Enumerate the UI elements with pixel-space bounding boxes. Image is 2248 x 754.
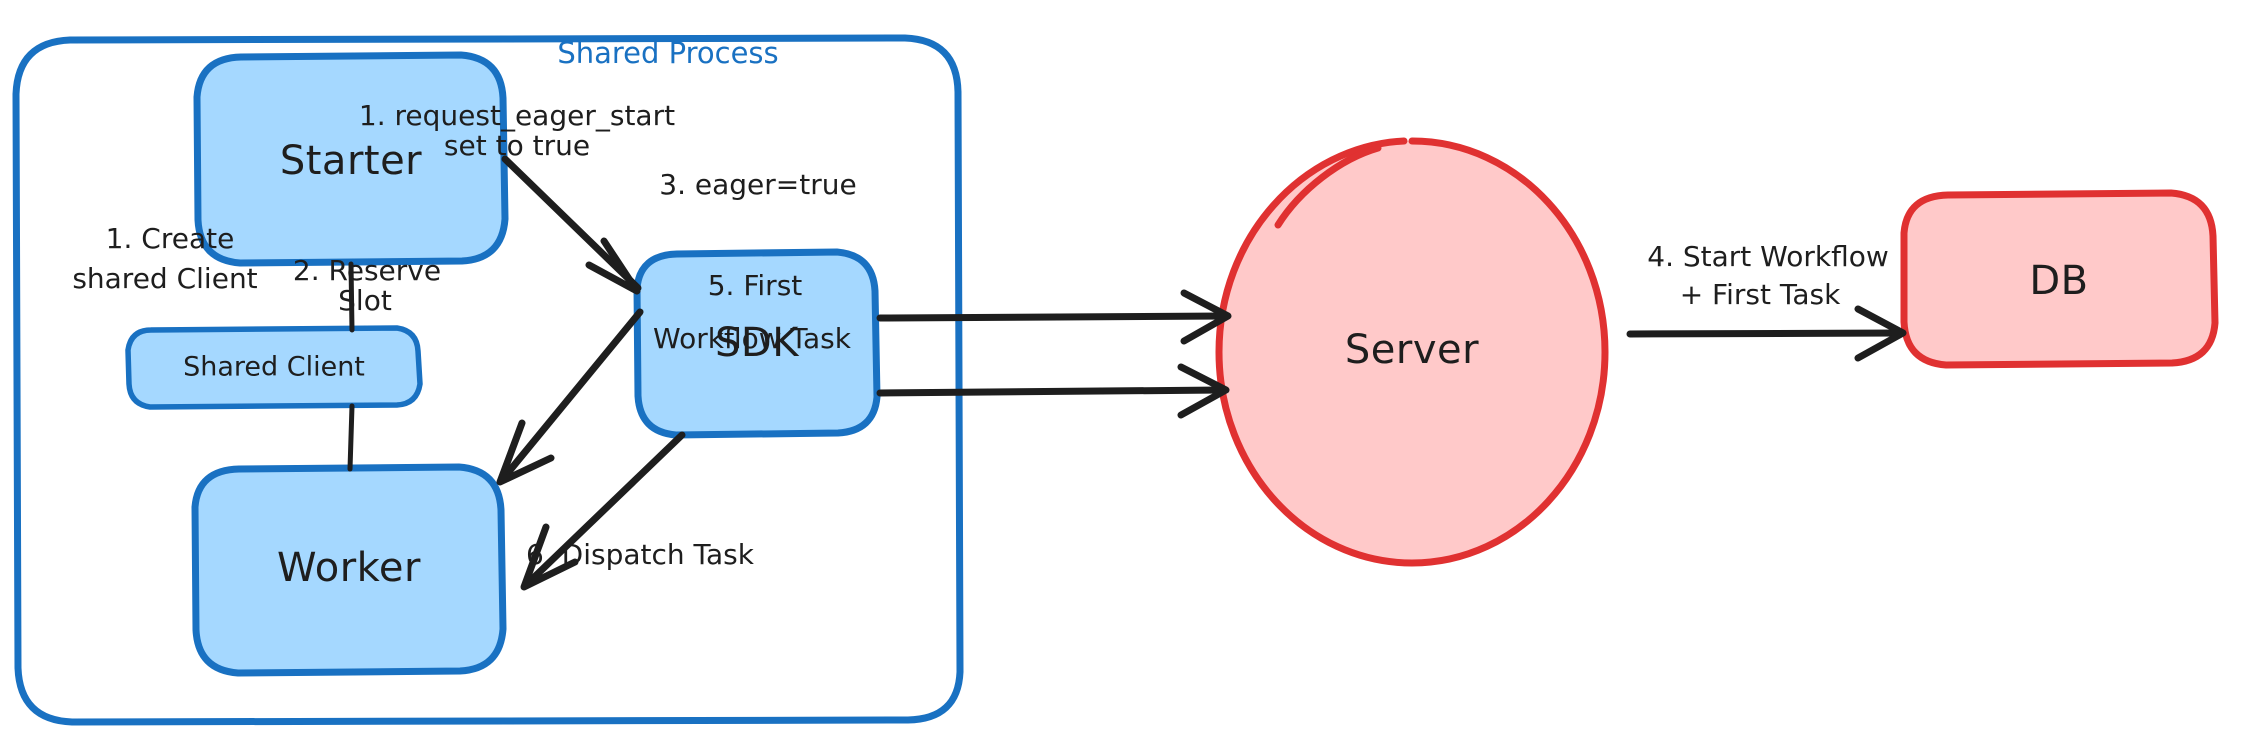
edge-request-eager-start[interactable]: 1. request_eager_start set to true <box>359 99 675 295</box>
node-shared-client-label: Shared Client <box>183 352 365 383</box>
edge-create-shared-client-label-line1: 1. Create <box>106 222 235 255</box>
edge-first-workflow-task-label-line2: Workflow Task <box>653 322 852 355</box>
edge-first-workflow-task-arrowhead <box>1177 363 1230 419</box>
edge-dispatch-task-line <box>522 431 686 589</box>
edge-start-workflow-first-task-label-line1: 4. Start Workflow <box>1647 240 1889 273</box>
node-sdk[interactable]: SDK <box>633 248 881 439</box>
node-worker-border <box>191 463 507 677</box>
node-sdk-fill <box>638 253 876 434</box>
edge-first-workflow-task-label-line1: 5. First <box>708 269 803 302</box>
edge-first-workflow-task-line <box>876 386 1226 397</box>
node-starter[interactable]: Starter <box>193 51 509 267</box>
node-db-border <box>1900 189 2219 369</box>
node-shared-client-fill <box>129 329 419 406</box>
edge-reserve-slot-label-line1: 2. Reserve <box>293 254 441 287</box>
edge-reserve-slot-arrowhead <box>496 419 555 486</box>
edge-create-shared-client[interactable]: 1. Create shared Client <box>72 222 355 472</box>
node-sdk-border <box>633 248 881 439</box>
node-starter-fill <box>198 56 504 262</box>
node-server-fill <box>1219 141 1605 563</box>
node-server-sketch-overshoot <box>1274 144 1382 229</box>
node-worker-label: Worker <box>277 545 421 591</box>
node-db-fill <box>1905 194 2214 364</box>
edge-first-workflow-task[interactable]: 5. First Workflow Task <box>653 269 1230 419</box>
edge-start-workflow-first-task-label-line2: + First Task <box>1680 278 1841 311</box>
node-sdk-label: SDK <box>715 320 800 366</box>
node-worker[interactable]: Worker <box>191 463 507 677</box>
group-shared-process-label: Shared Process <box>557 36 778 70</box>
edge-reserve-slot[interactable]: 2. Reserve Slot <box>293 254 644 486</box>
node-db[interactable]: DB <box>1900 189 2219 369</box>
edge-eager-true-line <box>876 312 1229 322</box>
shared-process-border <box>12 34 964 726</box>
edge-request-eager-start-arrowhead <box>585 237 641 295</box>
edge-eager-true-arrowhead <box>1180 289 1232 345</box>
edge-request-eager-start-line <box>501 155 642 292</box>
node-server-label: Server <box>1345 327 1479 373</box>
edge-reserve-slot-label-line2: Slot <box>338 284 392 317</box>
node-shared-client-border <box>125 325 423 410</box>
group-shared-process[interactable]: Shared Process <box>12 34 964 726</box>
edge-create-shared-client-line-bottom <box>347 403 355 472</box>
edge-request-eager-start-label-line1: 1. request_eager_start <box>359 99 675 132</box>
edge-eager-true-label: 3. eager=true <box>659 168 856 201</box>
edge-reserve-slot-line <box>498 308 644 484</box>
edge-create-shared-client-label-line2: shared Client <box>72 262 257 295</box>
edge-dispatch-task[interactable]: 6. Dispatch Task <box>520 431 755 591</box>
edge-eager-true[interactable]: 3. eager=true <box>659 168 1232 345</box>
node-db-label: DB <box>2029 258 2088 304</box>
node-starter-border <box>193 51 509 267</box>
node-worker-fill <box>196 468 502 672</box>
node-shared-client[interactable]: Shared Client <box>125 325 423 410</box>
edge-create-shared-client-line-top <box>348 261 355 333</box>
node-server[interactable]: Server <box>1215 137 1609 567</box>
node-starter-label: Starter <box>280 138 422 184</box>
edge-dispatch-task-label: 6. Dispatch Task <box>526 538 755 571</box>
edge-start-workflow-first-task-line <box>1626 329 1904 338</box>
edge-dispatch-task-arrowhead <box>520 523 579 591</box>
node-server-border <box>1215 137 1609 567</box>
edge-start-workflow-first-task[interactable]: 4. Start Workflow + First Task <box>1626 240 1907 362</box>
edge-request-eager-start-label-line2: set to true <box>444 129 590 162</box>
edge-start-workflow-first-task-arrowhead <box>1854 305 1907 362</box>
